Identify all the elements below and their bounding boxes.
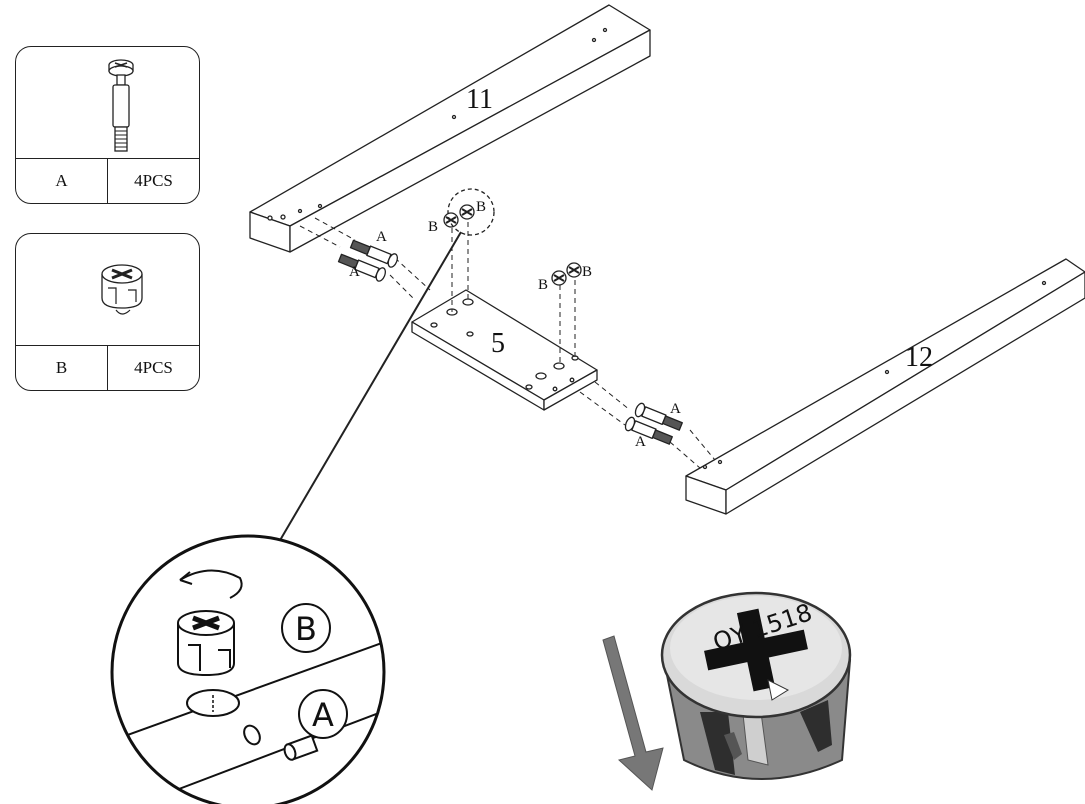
down-arrow-icon [602,635,664,791]
callout-b-4: B [582,264,592,280]
rail-12 [685,258,1085,515]
cam-lock-photo [660,591,852,780]
detail-circle-b [281,603,331,653]
label-rail-12: 12 [905,342,933,373]
cam-locks-b-right [551,262,582,286]
bolts-a-left [337,239,398,282]
parts-card-a-qty: 4PCS [107,159,199,203]
bolts-a-right [624,402,683,445]
callout-a-1: A [376,229,387,245]
parts-card-b-letter: B [55,358,68,377]
cam-lock-b-icon [101,264,143,315]
parts-card-b: B 4PCS [15,233,200,391]
callout-b-3: B [538,277,548,293]
label-plate-5: 5 [491,328,505,359]
detail-magnifier [110,534,386,804]
callout-a-2: A [349,264,360,280]
callout-a-4: A [635,434,646,450]
plate-5 [411,289,598,411]
label-rail-11: 11 [466,84,493,115]
parts-card-a-letter: A [55,171,68,190]
cam-locks-b-left [443,204,475,228]
parts-card-b-qty: 4PCS [107,346,199,390]
detail-circle-a [298,689,348,739]
detail-label-b: B [295,610,317,648]
highlight-circle [447,188,495,236]
guide-lines [299,217,716,469]
callout-a-3: A [670,401,681,417]
cam-bolt-a-icon [108,59,134,152]
callout-b-2: B [476,199,486,215]
callout-b-1: B [428,219,438,235]
detail-label-a: A [312,696,334,734]
rail-11 [249,4,651,253]
parts-card-a: A 4PCS [15,46,200,204]
leader-line [278,231,462,543]
